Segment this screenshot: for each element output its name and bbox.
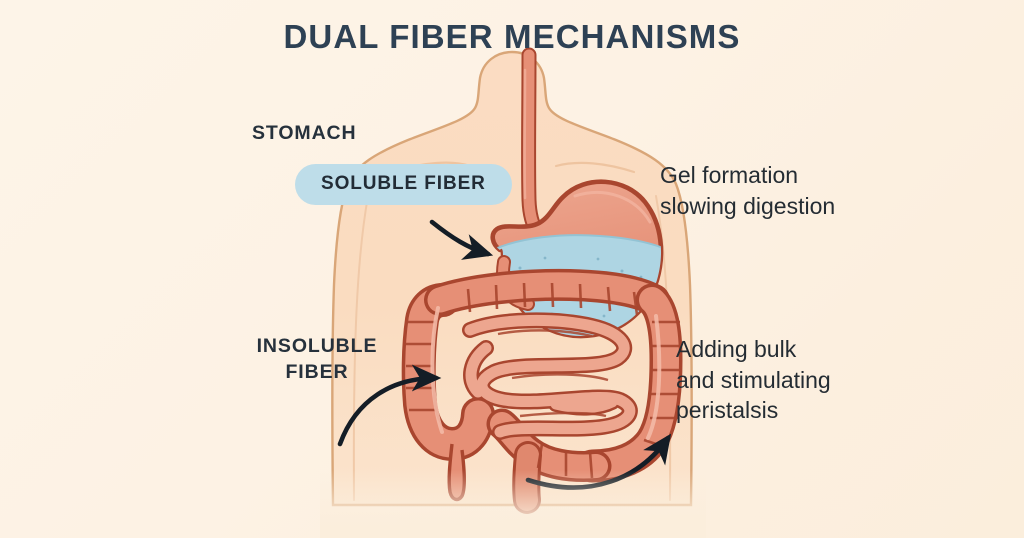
badge-soluble-fiber[interactable]: SOLUBLE FIBER — [295, 164, 512, 205]
page-title: DUAL FIBER MECHANISMS — [283, 18, 741, 55]
bottom-fade — [320, 470, 706, 538]
label-insoluble-fiber: INSOLUBLE FIBER — [256, 335, 378, 384]
small-intestine-fill — [464, 314, 636, 438]
arrow-soluble-to-stomach — [429, 219, 494, 260]
small-intestine-detail — [497, 329, 609, 418]
label-adding-bulk: Adding bulk and stimulating peristalsis — [676, 336, 831, 424]
label-gel-formation: Gel formation slowing digestion — [660, 162, 836, 219]
arrow-insoluble-to-colon — [337, 364, 442, 447]
label-stomach: STOMACH — [252, 122, 357, 144]
